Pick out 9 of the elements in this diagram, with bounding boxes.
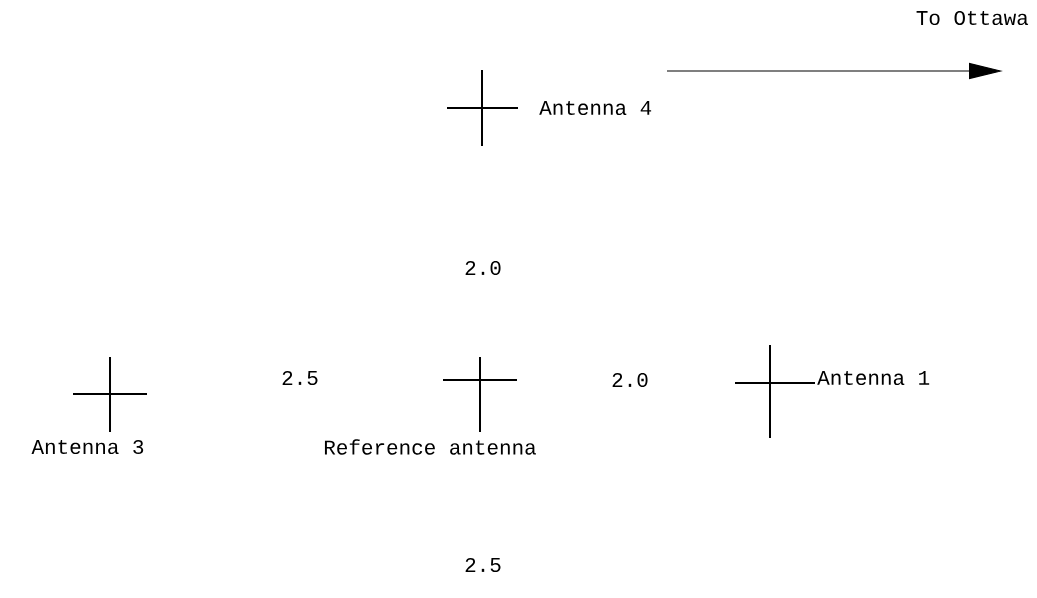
antenna-label: Antenna 4 <box>539 100 652 116</box>
distance-label: 2.0 <box>612 372 648 388</box>
antenna-label: Reference antenna <box>324 439 536 455</box>
distance-label: 2.0 <box>465 260 501 276</box>
antenna-label: Antenna 1 <box>817 370 930 386</box>
distance-label: 2.5 <box>282 370 318 386</box>
antenna-label: Antenna 3 <box>31 439 144 455</box>
direction-label: To Ottawa <box>916 10 1029 26</box>
distance-label: 2.5 <box>465 557 501 573</box>
